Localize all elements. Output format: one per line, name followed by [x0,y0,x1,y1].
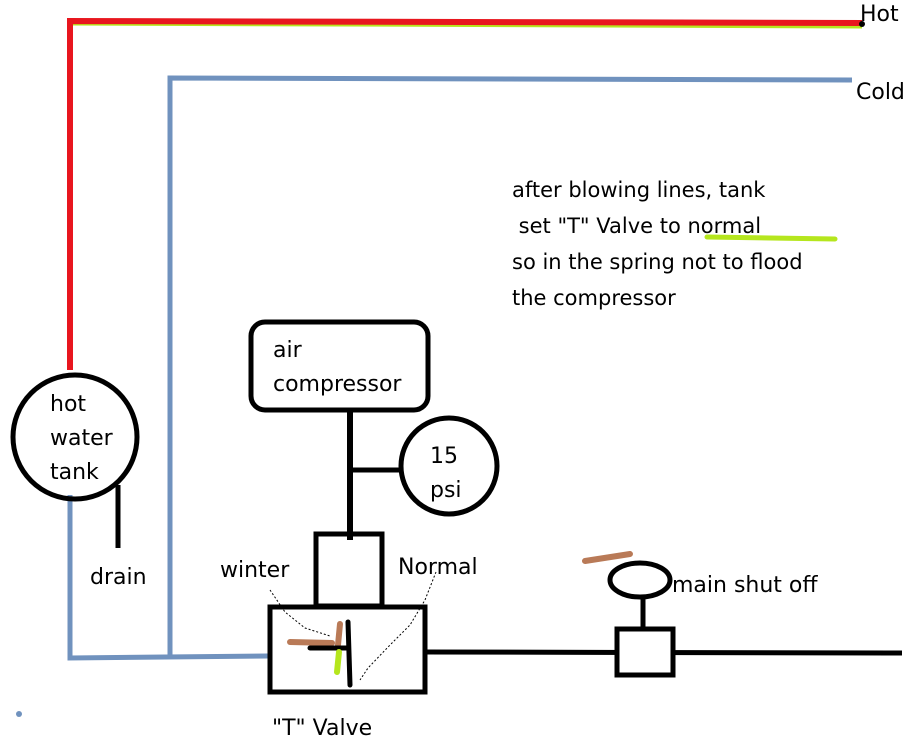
instruction-note: after blowing lines, tank set "T" Valve … [512,172,803,316]
cold-label: Cold [856,80,905,105]
normal-label: Normal [398,555,478,580]
cold-water-line [167,75,853,658]
note-line: set "T" Valve to normal [512,208,803,244]
note-text: set "T" Valve to [512,214,688,238]
tank-label-line: water [50,426,113,451]
air-compressor [248,319,431,413]
note-line: the compressor [512,286,676,310]
winter-label: winter [220,558,290,583]
hot-water-line [67,17,865,370]
main-shut-off-valve [614,626,676,678]
main-shut-off-label: main shut off [672,573,818,598]
valve-bonnet [313,531,385,609]
tank-label-line: tank [50,460,99,485]
drain-label: drain [90,565,147,590]
t-valve [267,604,428,695]
stray-dot [16,711,22,717]
gauge-label: 15 psi [430,440,462,508]
hot-water-tank [10,372,140,502]
gauge-value: 15 [430,444,458,469]
note-line: after blowing lines, tank [512,178,766,202]
gauge-unit: psi [430,478,462,503]
hot-label: Hot [860,2,899,27]
compressor-label-line: air [273,338,302,363]
t-valve-label: "T" Valve [272,716,373,741]
note-line: so in the spring not to flood [512,250,803,274]
note-highlight: normal [687,214,762,238]
tank-label-line: hot [50,392,87,417]
tank-label: hot water tank [50,388,113,490]
compressor-label-line: compressor [273,372,402,397]
shut-off-handle [607,560,673,600]
compressor-label: air compressor [273,334,401,402]
tank-outlet-pipe [67,495,269,661]
pressure-gauge [398,415,500,517]
